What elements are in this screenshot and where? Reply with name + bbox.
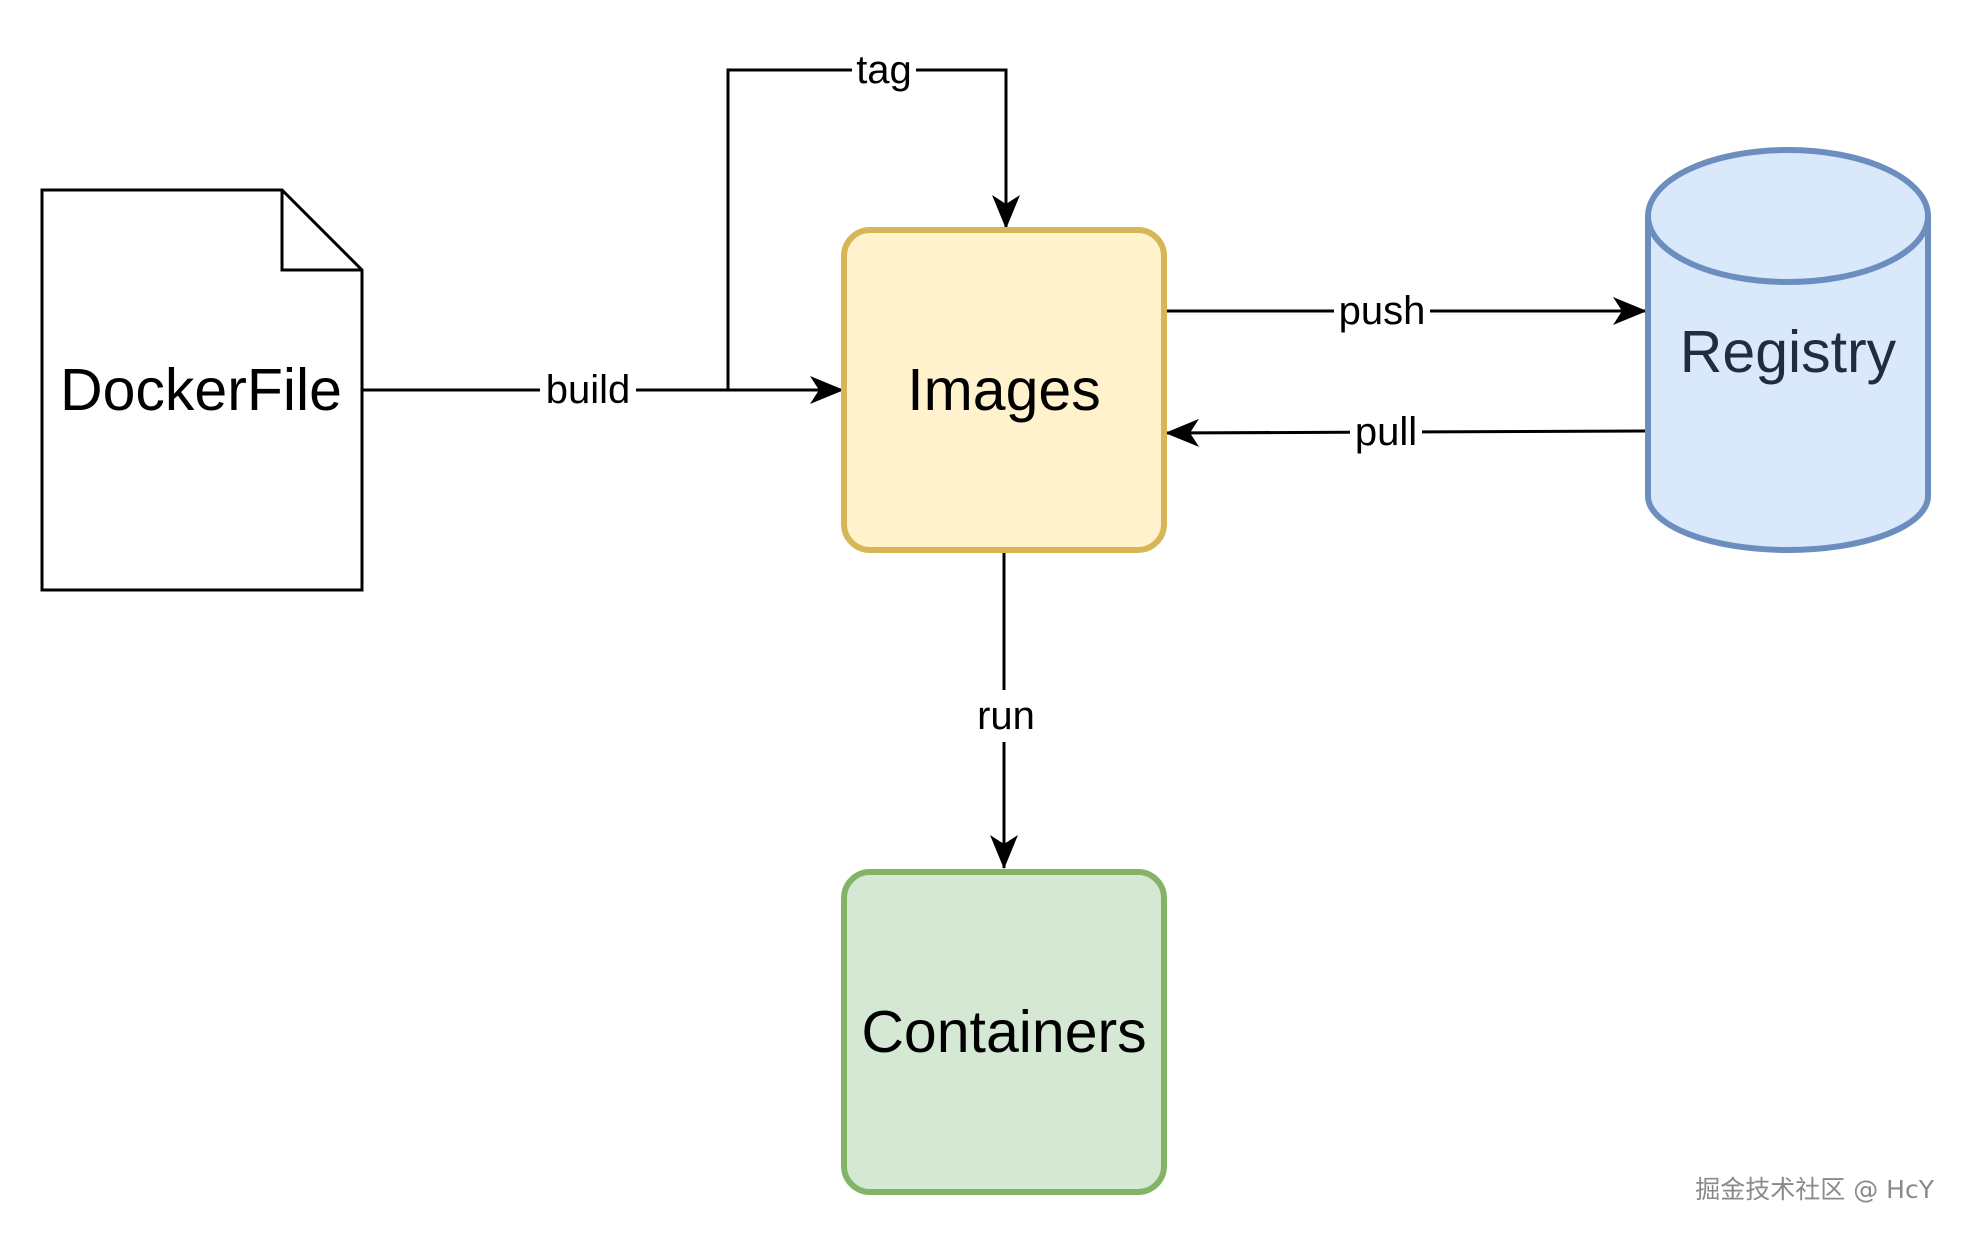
edge-tag: tag bbox=[726, 44, 1020, 390]
document-fold-icon bbox=[280, 190, 362, 272]
document-shape bbox=[40, 188, 364, 592]
run-label: run bbox=[977, 694, 1035, 738]
images-node: Images bbox=[841, 227, 1167, 553]
containers-node: Containers bbox=[841, 869, 1167, 1195]
tag-label: tag bbox=[856, 48, 912, 92]
edge-pull: pull bbox=[1165, 406, 1647, 458]
build-label: build bbox=[546, 368, 631, 412]
containers-box bbox=[841, 869, 1167, 1195]
images-box bbox=[841, 227, 1167, 553]
registry-node: Registry bbox=[1645, 147, 1931, 553]
registry-label: Registry bbox=[1680, 319, 1897, 385]
watermark: 掘金技术社区 @ HcY bbox=[1695, 1175, 1934, 1204]
edge-run: run bbox=[970, 553, 1040, 869]
dockerfile-label: DockerFile bbox=[60, 357, 342, 423]
images-label: Images bbox=[907, 357, 1100, 423]
dockerfile-node: DockerFile bbox=[40, 188, 364, 592]
containers-label: Containers bbox=[861, 999, 1146, 1065]
edge-build: build bbox=[363, 364, 844, 416]
registry-cylinder-body bbox=[1645, 216, 1931, 553]
pull-label: pull bbox=[1355, 410, 1417, 454]
edge-push: push bbox=[1166, 285, 1647, 337]
registry-cylinder-top bbox=[1645, 147, 1931, 285]
push-label: push bbox=[1339, 289, 1426, 333]
